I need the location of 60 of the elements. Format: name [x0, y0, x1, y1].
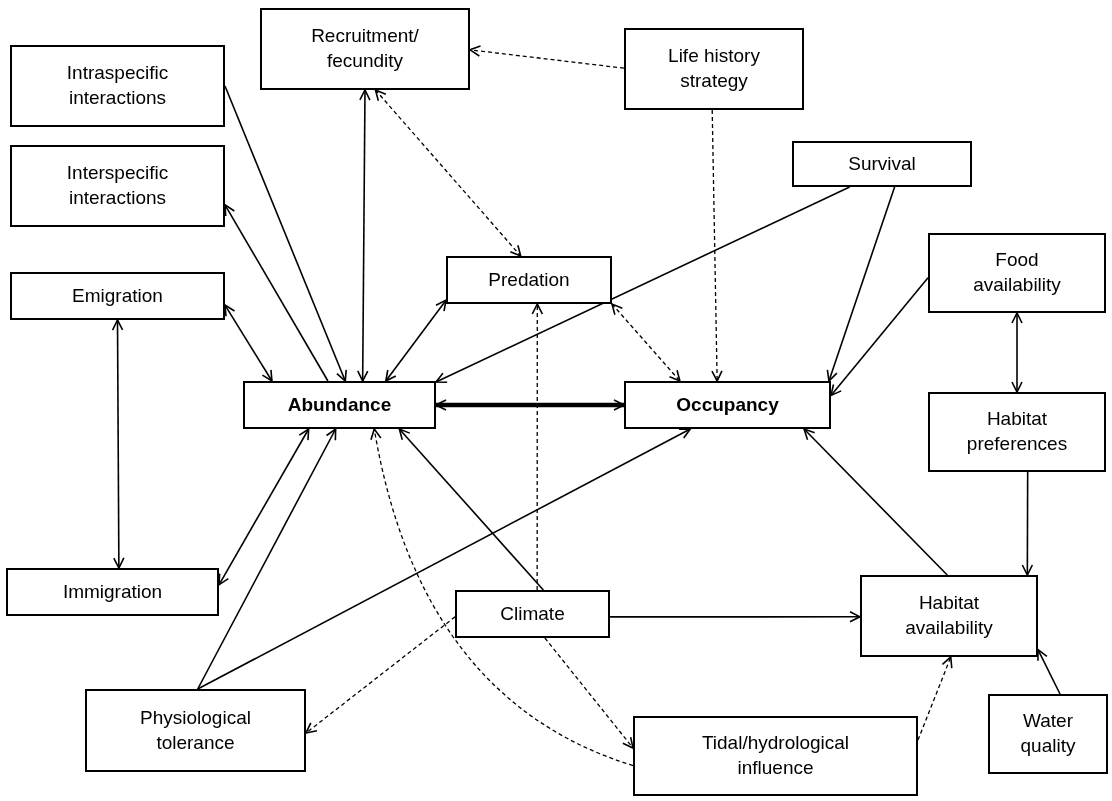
- arrow: [1021, 471, 1034, 576]
- box-label: Recruitment/ fecundity: [310, 24, 420, 73]
- arrow: [826, 186, 896, 382]
- box-label: Physiological tolerance: [139, 705, 252, 755]
- concept-box: [260, 8, 470, 90]
- arrow: [435, 399, 625, 411]
- box-label: Immigration: [62, 579, 163, 604]
- arrow: [356, 89, 371, 382]
- concept-box: [446, 256, 612, 304]
- arrow: [385, 299, 447, 382]
- box-label: Predation: [488, 267, 570, 292]
- arrow: [711, 109, 723, 382]
- concept-box: [988, 694, 1108, 774]
- arrow: [544, 637, 634, 749]
- arrow: [196, 428, 692, 690]
- concept-box: [633, 716, 918, 796]
- arrow: [374, 89, 522, 257]
- arrow: [370, 428, 634, 767]
- arrow: [111, 319, 125, 569]
- arrow: [1037, 648, 1061, 695]
- arrow: [196, 428, 337, 690]
- arrow: [435, 186, 851, 383]
- box-label: Interspecific interactions: [65, 161, 170, 210]
- concept-box: [6, 568, 219, 616]
- arrow: [803, 428, 948, 576]
- arrow: [398, 428, 545, 591]
- arrow: [611, 303, 681, 382]
- box-label: Tidal/hydrological influence: [700, 731, 851, 780]
- arrow: [609, 611, 861, 623]
- arrow: [469, 45, 625, 69]
- box-label: Abundance: [287, 392, 392, 417]
- box-label: Water quality: [1019, 709, 1077, 758]
- concept-box: [85, 689, 306, 772]
- arrow: [1011, 312, 1023, 393]
- concept-box: [10, 45, 225, 127]
- concept-box: [928, 392, 1106, 472]
- concept-box: [624, 381, 831, 429]
- concept-box: [10, 272, 225, 320]
- concept-box: [624, 28, 804, 110]
- box-label: Life history strategy: [667, 44, 761, 93]
- box-label: Survival: [848, 151, 916, 176]
- concept-box: [455, 590, 610, 638]
- box-label: Habitat preferences: [965, 407, 1069, 456]
- concept-box: [243, 381, 436, 429]
- arrow: [224, 304, 273, 382]
- box-label: Intraspecific interactions: [65, 61, 170, 110]
- concept-box: [928, 233, 1106, 313]
- box-label: Climate: [500, 601, 565, 626]
- box-label: Emigration: [72, 283, 163, 308]
- box-label: Occupancy: [676, 392, 779, 417]
- concept-box: [10, 145, 225, 227]
- arrow: [218, 428, 310, 586]
- arrow: [224, 204, 329, 382]
- box-label: Food availability: [972, 248, 1062, 297]
- concept-box: [860, 575, 1038, 657]
- concept-box: [792, 141, 972, 187]
- arrow: [830, 277, 929, 397]
- box-label: Habitat availability: [904, 591, 994, 640]
- arrow: [305, 616, 456, 734]
- arrow: [531, 303, 544, 591]
